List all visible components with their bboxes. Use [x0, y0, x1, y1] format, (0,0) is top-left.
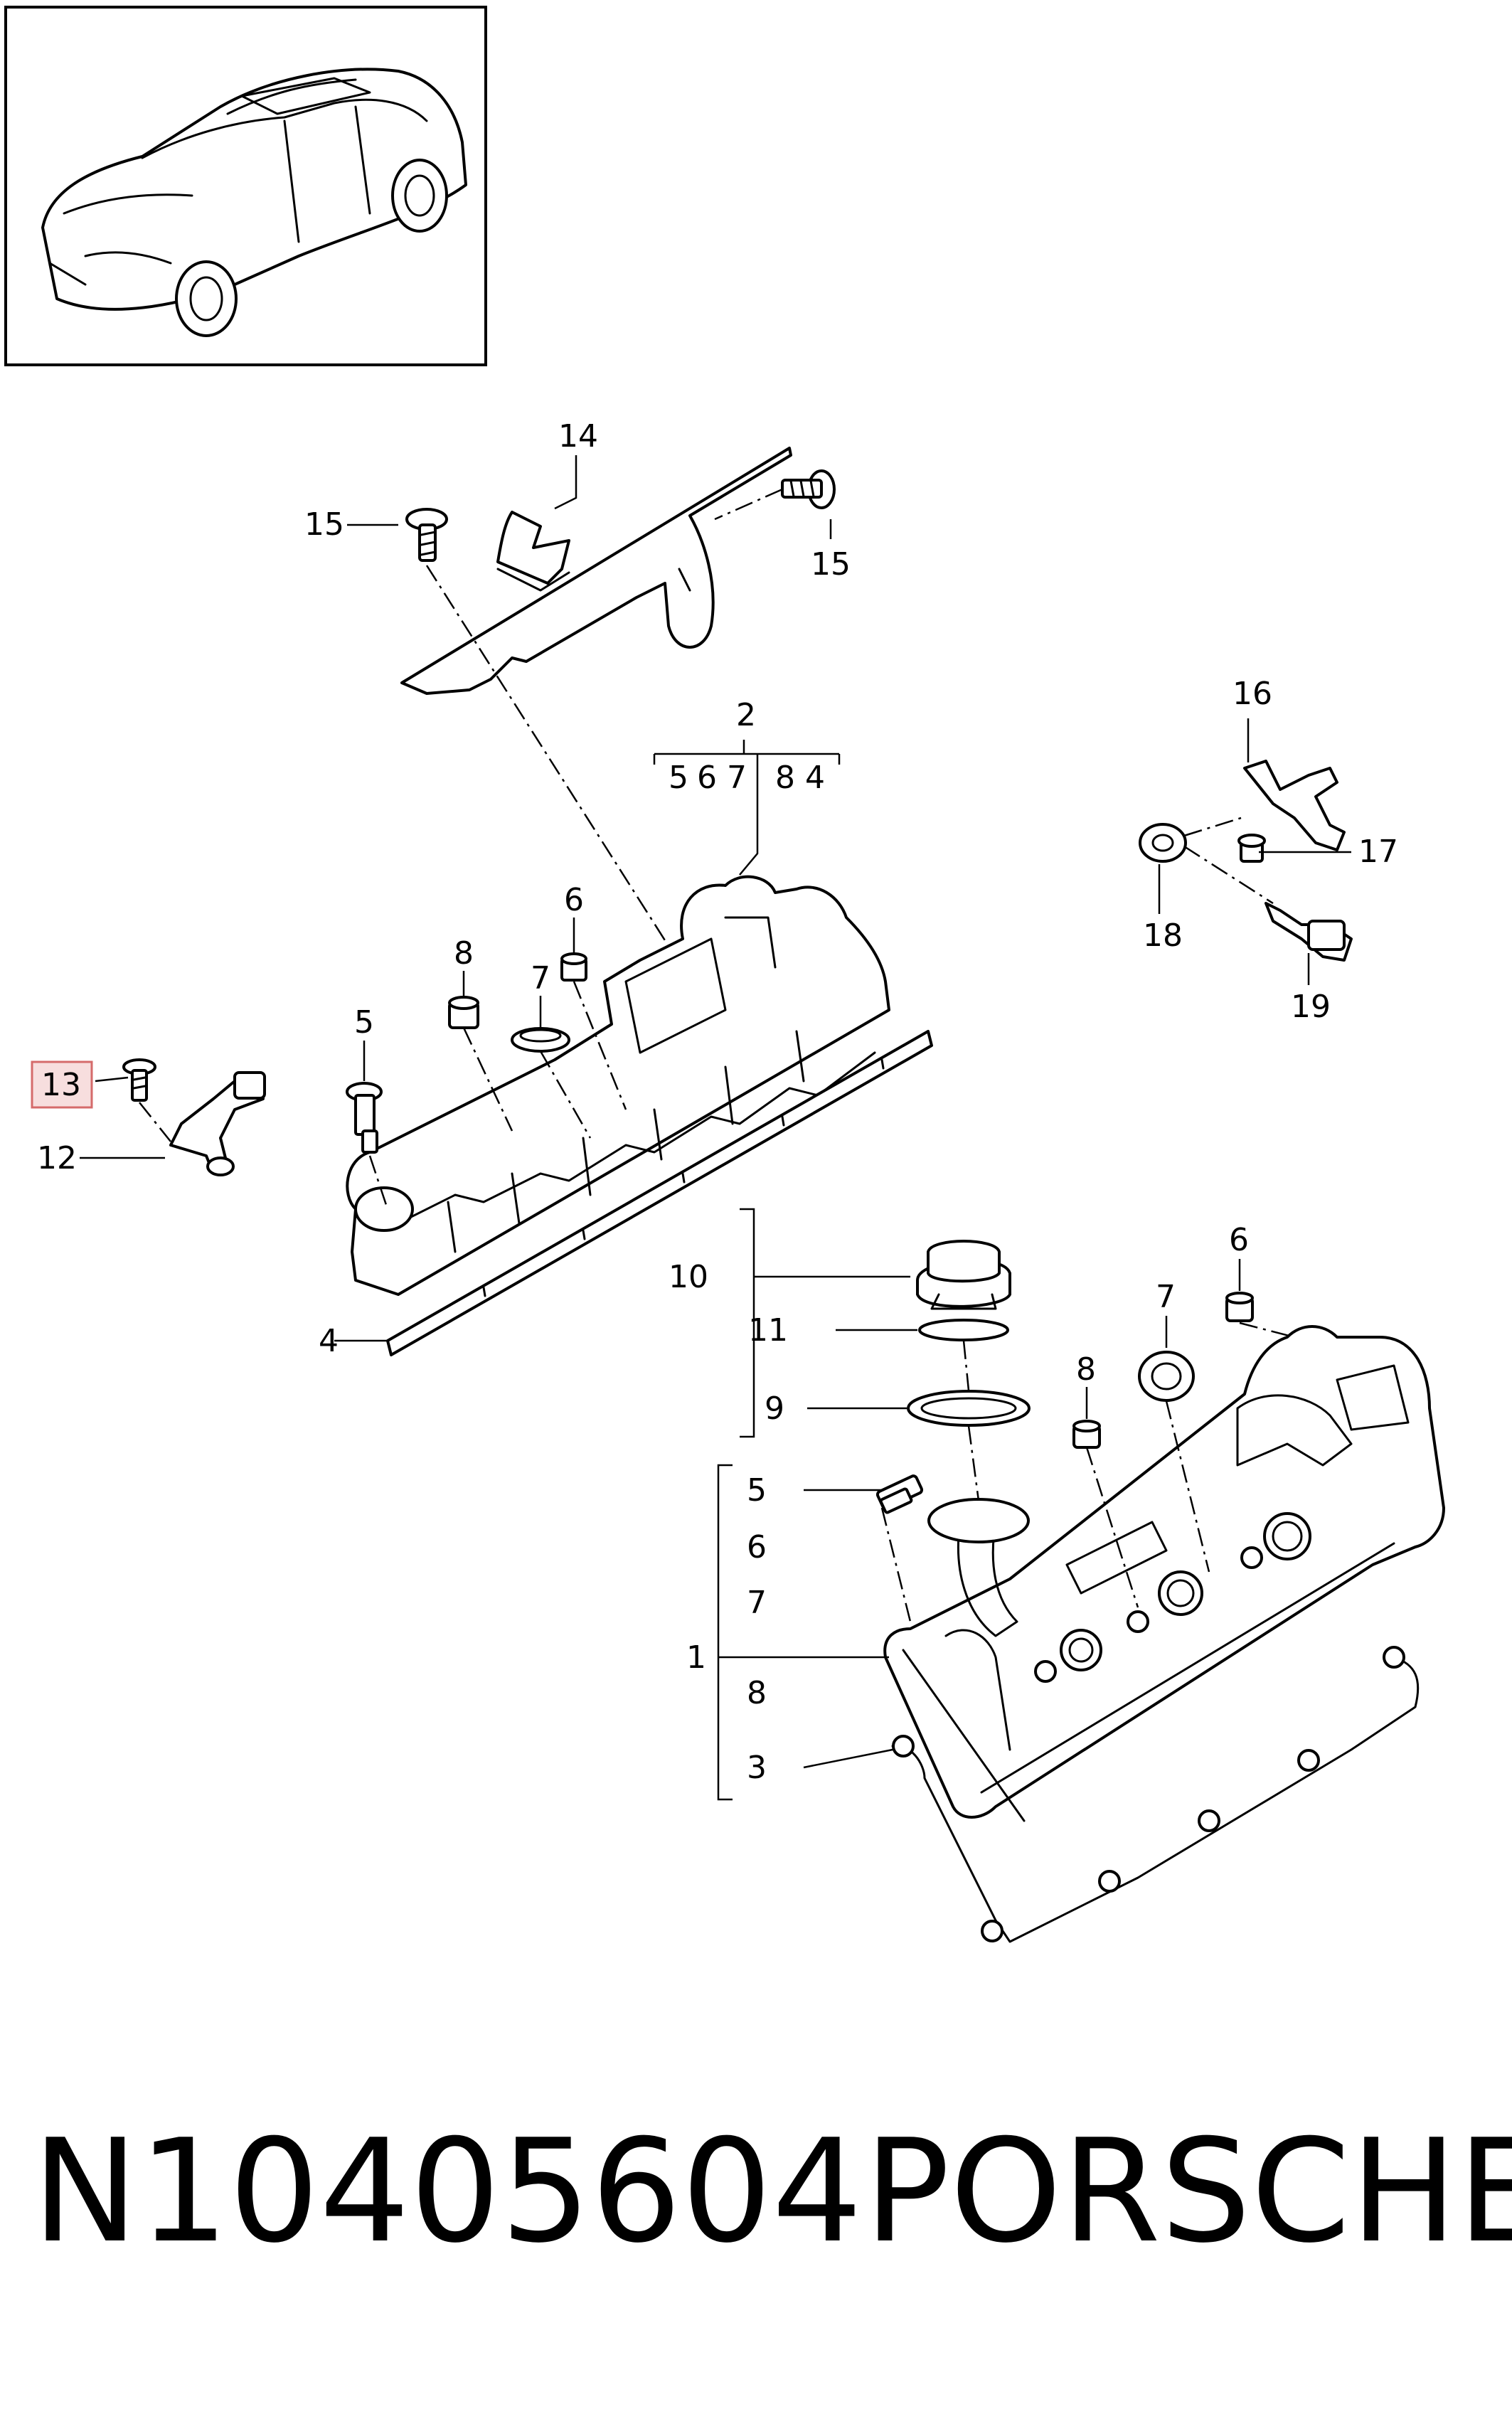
callout-11: 11: [748, 1312, 788, 1349]
callout-6-upper: 6: [564, 882, 584, 918]
callout-9: 9: [765, 1390, 784, 1427]
bolt-15-left: [405, 508, 448, 562]
sleeve-6-upper: [560, 952, 587, 982]
callout-7-upper: 7: [531, 960, 550, 996]
callout-8-upper: 8: [454, 935, 474, 972]
stud-bolt-5-lower: [875, 1474, 924, 1514]
callout-19: 19: [1291, 989, 1331, 1025]
seal-7-lower: [1138, 1351, 1195, 1402]
seal-7-upper: [511, 1027, 570, 1053]
callout-15-right: 15: [811, 546, 851, 583]
callout-8-group: 8: [775, 760, 795, 796]
callout-5-lower: 5: [747, 1472, 767, 1509]
callout-17: 17: [1358, 834, 1398, 870]
callout-4-group: 4: [805, 760, 825, 796]
callout-7-lower: 7: [1156, 1279, 1176, 1315]
callout-6-list: 6: [747, 1529, 767, 1565]
bolt-15-right: [781, 469, 836, 509]
leader-lines: [80, 455, 1351, 1801]
oil-filler-cap: [916, 1240, 1011, 1310]
sleeve-6-lower: [1225, 1292, 1254, 1322]
callout-2: 2: [736, 697, 756, 733]
seal-ring-11: [918, 1319, 1009, 1341]
temperature-sensor-19: [1265, 902, 1353, 962]
valve-cover-upper: [346, 875, 890, 1296]
vehicle-thumbnail: [4, 6, 487, 366]
part-number-caption: N10405604: [32, 2109, 863, 2275]
callout-1: 1: [686, 1639, 706, 1676]
callout-3: 3: [747, 1750, 767, 1786]
callout-4: 4: [319, 1323, 339, 1359]
callout-6-lower: 6: [1229, 1222, 1249, 1258]
callout-15-left: 15: [304, 506, 344, 543]
callout-labels: 14 15 15 2 5 6 7 8 4 16 17 18 19 6 8 7 5…: [37, 418, 1398, 1786]
sleeve-8-lower: [1072, 1420, 1101, 1449]
gasket-lower: [891, 1646, 1420, 1943]
callout-7-list: 7: [747, 1585, 767, 1621]
callout-5-group: 5: [669, 760, 688, 796]
sensor-bracket-16: [1243, 760, 1346, 851]
assembly-lines: [139, 488, 1295, 1622]
bolt-17: [1237, 834, 1266, 863]
brand-caption: PORSCHE: [864, 2109, 1512, 2275]
callout-7-group: 7: [727, 760, 747, 796]
valve-cover-lower: [883, 1325, 1445, 1822]
highlight-box-13: [31, 1060, 93, 1109]
gasket-strip: [386, 1030, 933, 1356]
seal-ring-9: [907, 1390, 1031, 1427]
wiring-bracket: [400, 447, 792, 695]
callout-8-list: 8: [747, 1675, 767, 1711]
callout-12: 12: [37, 1140, 77, 1176]
sleeve-8-upper: [448, 996, 479, 1029]
callout-5-upper: 5: [354, 1004, 374, 1041]
callout-10: 10: [669, 1259, 708, 1295]
washer-18: [1139, 823, 1187, 863]
bolt-13: [122, 1058, 156, 1102]
callout-13: 13: [41, 1067, 81, 1103]
callout-6-group: 6: [697, 760, 717, 796]
callout-16: 16: [1233, 676, 1272, 712]
callout-8-lower: 8: [1076, 1351, 1096, 1388]
callout-18: 18: [1143, 918, 1183, 954]
stud-bolt-5-upper: [346, 1082, 383, 1154]
camshaft-sensor: [169, 1071, 266, 1176]
callout-14: 14: [558, 418, 598, 454]
